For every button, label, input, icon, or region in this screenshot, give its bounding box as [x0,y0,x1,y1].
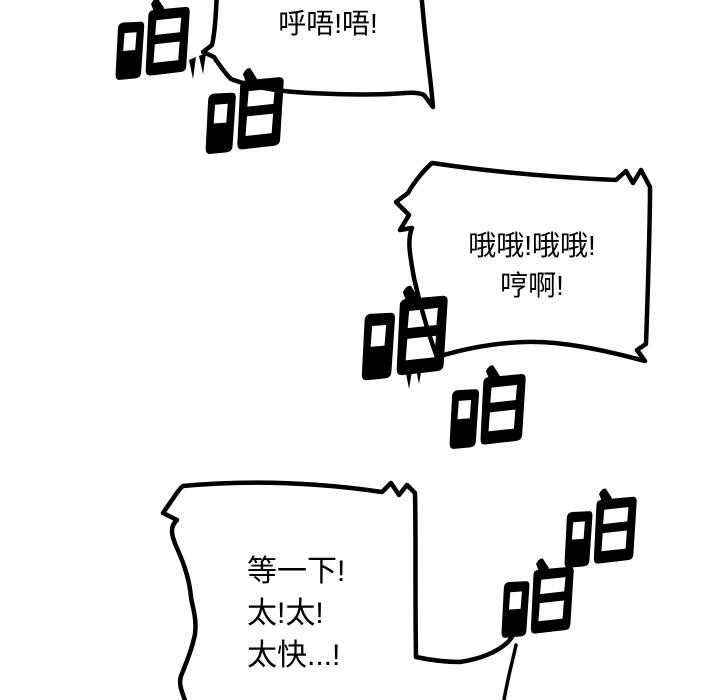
speech-bubble-3-outline [160,480,515,700]
bubble-3-line-3: 太快...! [247,639,341,672]
bubble-1-line-1: 呼唔!唔! [278,8,378,39]
speech-bubble-3-fill [163,482,416,700]
sfx-accent-ticks-3 [405,360,423,389]
sfx-pa-6 [501,553,575,640]
speech-bubble-3-tail [502,643,518,700]
bubble-2-text: 哦哦!哦哦! 哼啊! [424,226,640,306]
bubble-2-line-1: 哦哦!哦哦! [468,230,596,261]
sfx-accent-ticks-1 [189,53,206,79]
sfx-pa-5 [564,483,638,570]
sfx-pa-4 [449,360,527,451]
bubble-3-text: 等一下! 太!太! 太快...! [247,551,407,677]
sfx-pa-1 [115,0,191,82]
bubble-1-text: 呼唔!唔! [228,6,428,42]
speech-bubble-2-outline [393,160,653,364]
bubble-3-line-2: 太!太! [247,597,324,630]
bubble-2-line-2: 哼啊! [500,270,564,301]
bubble-3-line-1: 等一下! [247,555,346,588]
